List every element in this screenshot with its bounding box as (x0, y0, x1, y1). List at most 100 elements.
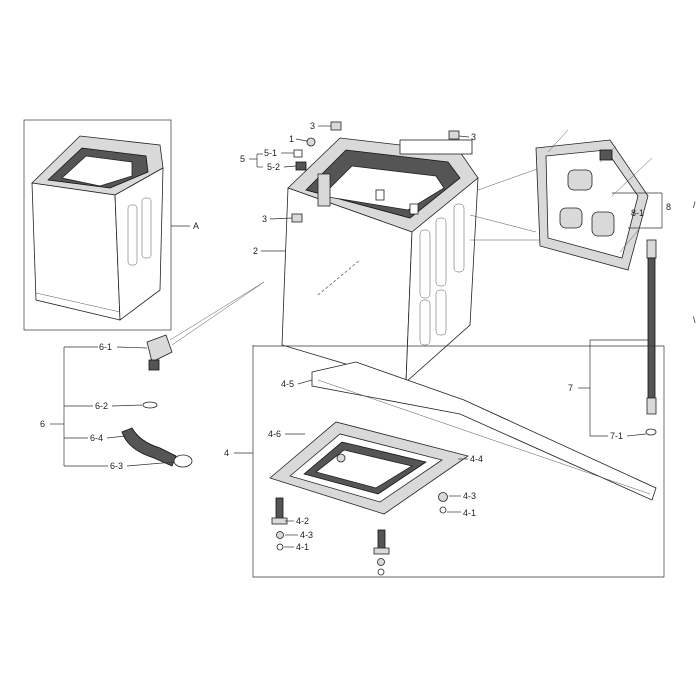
callout-6: 6 (40, 419, 45, 429)
callout-4-2: 4-2 (296, 516, 309, 526)
pump-hose-assembly (121, 334, 193, 468)
part-6-1-cap (146, 334, 173, 363)
cabinet-assembly (281, 137, 479, 383)
callout-4-1-left: 4-1 (296, 542, 309, 552)
screw-line-8d (619, 227, 641, 253)
cabinet-panel-slot-3 (453, 203, 465, 273)
callout-6-4: 6-4 (90, 433, 103, 443)
base-rail-4-5 (311, 361, 657, 501)
bracket-mid (375, 189, 385, 201)
cabinet-panel-slot-5 (435, 289, 447, 336)
callout-8-1: 8-1 (631, 208, 644, 218)
part-5-1-clip (293, 149, 303, 158)
foot-right (438, 492, 448, 514)
leader-3-right (458, 135, 470, 138)
leader-7-1 (626, 433, 647, 437)
edge-mark-2: \ (693, 315, 696, 325)
part-6-1-neck (148, 359, 160, 371)
cabinet-panel-slot-2 (435, 217, 447, 287)
leader-5-2 (283, 165, 297, 168)
callout-2: 2 (253, 246, 258, 256)
hose-bottom-fitting (646, 397, 657, 415)
guide-cabinet-base (171, 281, 265, 346)
callout-3-top: 3 (310, 121, 315, 131)
guide-cabinet-panel-1 (477, 167, 541, 191)
edge-mark-1: / (693, 200, 696, 210)
callout-6-3: 6-3 (110, 461, 123, 471)
inset-side-panel-1 (127, 204, 138, 266)
foot-4-2-left (271, 497, 288, 525)
hose-body (647, 257, 656, 399)
leader-6-4 (106, 435, 127, 439)
pad-4-1-left (276, 543, 284, 551)
hose-clamp-7-1 (645, 428, 657, 436)
inset-inner-wall (61, 155, 133, 187)
base-rail-body (311, 361, 657, 501)
inset-base-line (35, 292, 121, 313)
foot-center (373, 529, 390, 576)
leader-1 (295, 138, 308, 142)
callout-4-3-left: 4-3 (300, 530, 313, 540)
guide-6-1-up (169, 281, 265, 341)
callout-4-1-right: 4-1 (463, 508, 476, 518)
rear-panel-cutout-3 (567, 169, 593, 191)
rear-panel-assembly (535, 139, 649, 271)
leader-6-3 (126, 461, 175, 467)
cabinet-panel-slot-1 (419, 229, 431, 299)
callout-7: 7 (568, 383, 573, 393)
callout-3-right: 3 (471, 132, 476, 142)
leader-6-1 (116, 346, 148, 349)
callout-1: 1 (289, 134, 294, 144)
part-1-bushing (306, 137, 316, 147)
callout-4-6: 4-6 (268, 429, 281, 439)
callout-5-2: 5-2 (267, 162, 280, 172)
rear-panel-clip (599, 149, 613, 161)
inset-view-a (23, 119, 172, 331)
base-group-frame (252, 345, 665, 578)
callout-3-left: 3 (262, 214, 267, 224)
callout-6-2: 6-2 (95, 401, 108, 411)
callout-4-4: 4-4 (470, 454, 483, 464)
cabinet-inner-floor (321, 165, 445, 211)
callout-7-1: 7-1 (610, 431, 623, 441)
base-frame-4-4 (269, 421, 469, 515)
callout-6-1: 6-1 (99, 342, 112, 352)
inset-frame (23, 119, 172, 331)
screw-line-8a (547, 129, 569, 153)
cabinet-hinge-bar (399, 139, 473, 155)
rear-panel-cutout-2 (591, 211, 615, 237)
inset-side-panel-2 (141, 197, 152, 259)
callout-a: A (193, 221, 199, 231)
callout-8: 8 (666, 202, 671, 212)
callout-5-1: 5-1 (264, 148, 277, 158)
clip-3-left (291, 213, 303, 223)
leader-4-5 (297, 379, 313, 385)
part-6-3-clamp (173, 454, 193, 468)
cabinet-panel-slot-4 (419, 299, 431, 346)
callout-4-5: 4-5 (281, 379, 294, 389)
callout-4-3-right: 4-3 (463, 491, 476, 501)
frame-bolt (336, 453, 346, 463)
clip-3-right (448, 130, 460, 140)
cabinet-right-panel (405, 177, 479, 383)
part-5-2-holder (295, 161, 307, 171)
leader-3-left (269, 217, 293, 220)
leader-6-2 (111, 404, 143, 407)
screw-line-8c (611, 157, 653, 197)
part-6-4-bellows (121, 427, 177, 467)
base-rail-edge (317, 379, 651, 495)
hose-top-fitting (646, 239, 657, 259)
bracket-left (317, 173, 331, 207)
clip-3-top (330, 121, 342, 131)
callout-4: 4 (224, 448, 229, 458)
part-6-2-clamp (142, 401, 158, 409)
cabinet-hidden-edge (317, 259, 361, 296)
guide-cabinet-panel-2 (469, 214, 537, 233)
drain-hose (645, 239, 657, 436)
nut-4-3-left (276, 531, 284, 539)
bracket-right (409, 203, 419, 215)
rear-panel-cutout-1 (559, 207, 583, 229)
screw-line-8b (599, 145, 617, 163)
inset-cabinet-front (31, 182, 121, 321)
inset-cabinet-side (114, 167, 164, 321)
